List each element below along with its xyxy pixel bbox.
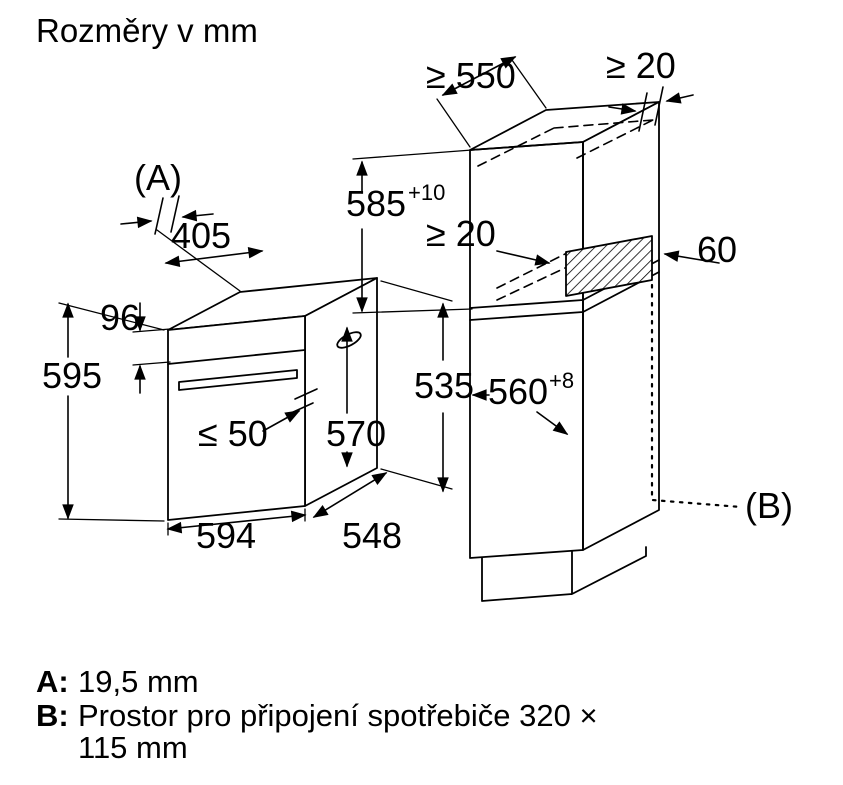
label-b: (B) [745, 485, 793, 526]
cabinet-dashed-top [477, 119, 654, 167]
legend-a-value: 19,5 mm [78, 664, 199, 699]
dim-594-label: 594 [196, 515, 256, 556]
cabinet-dashed-mid [496, 253, 566, 301]
b-leader-dotted [650, 283, 743, 509]
page-title: Rozměry v mm [36, 12, 258, 49]
dim-20top-ticks [638, 86, 664, 132]
dimension-lines [58, 56, 743, 536]
cabinet-shelf [469, 259, 660, 321]
dim-50-label: ≤ 50 [198, 413, 268, 454]
label-a: (A) [134, 157, 182, 198]
dim-405-label: 405 [171, 215, 231, 256]
cabinet-side-face [582, 101, 660, 551]
legend-b-key: B: [36, 698, 69, 733]
dim-585-label: 585 [346, 183, 406, 224]
legend-b-value-line1: Prostor pro připojení spotřebiče 320 × [78, 698, 598, 733]
legend: A: 19,5 mm B: Prostor pro připojení spot… [36, 664, 598, 765]
legend-a-key: A: [36, 664, 69, 699]
connection-space-hatched [565, 235, 653, 297]
dim-550-label: ≥ 550 [426, 55, 516, 96]
dim-560-label: 560 [488, 371, 548, 412]
dim-a-ticks [154, 195, 180, 235]
oven-door-handle [178, 369, 298, 391]
dim-595-label: 595 [42, 355, 102, 396]
dim-60-label: 60 [697, 229, 737, 270]
dim-20-top-label: ≥ 20 [606, 45, 676, 86]
dim-50-ticks [290, 388, 318, 414]
oven-front-face [167, 315, 306, 521]
cabinet-plinth [481, 546, 647, 602]
dim-570-label: 570 [326, 413, 386, 454]
dim-548-label: 548 [342, 515, 402, 556]
dim-535-label: 535 [414, 365, 474, 406]
cabinet-drawing [469, 101, 660, 602]
dim-20-mid-label: ≥ 20 [426, 213, 496, 254]
legend-b-value-line2: 115 mm [78, 730, 188, 765]
dim-96-label: 96 [100, 297, 140, 338]
cabinet-front-edges [469, 141, 584, 559]
dim-405-line [164, 246, 264, 268]
oven-drawing [167, 277, 378, 521]
dim-560-tolerance: +8 [549, 368, 574, 393]
dim-585-tolerance: +10 [408, 180, 445, 205]
oven-control-panel-line [167, 349, 306, 365]
